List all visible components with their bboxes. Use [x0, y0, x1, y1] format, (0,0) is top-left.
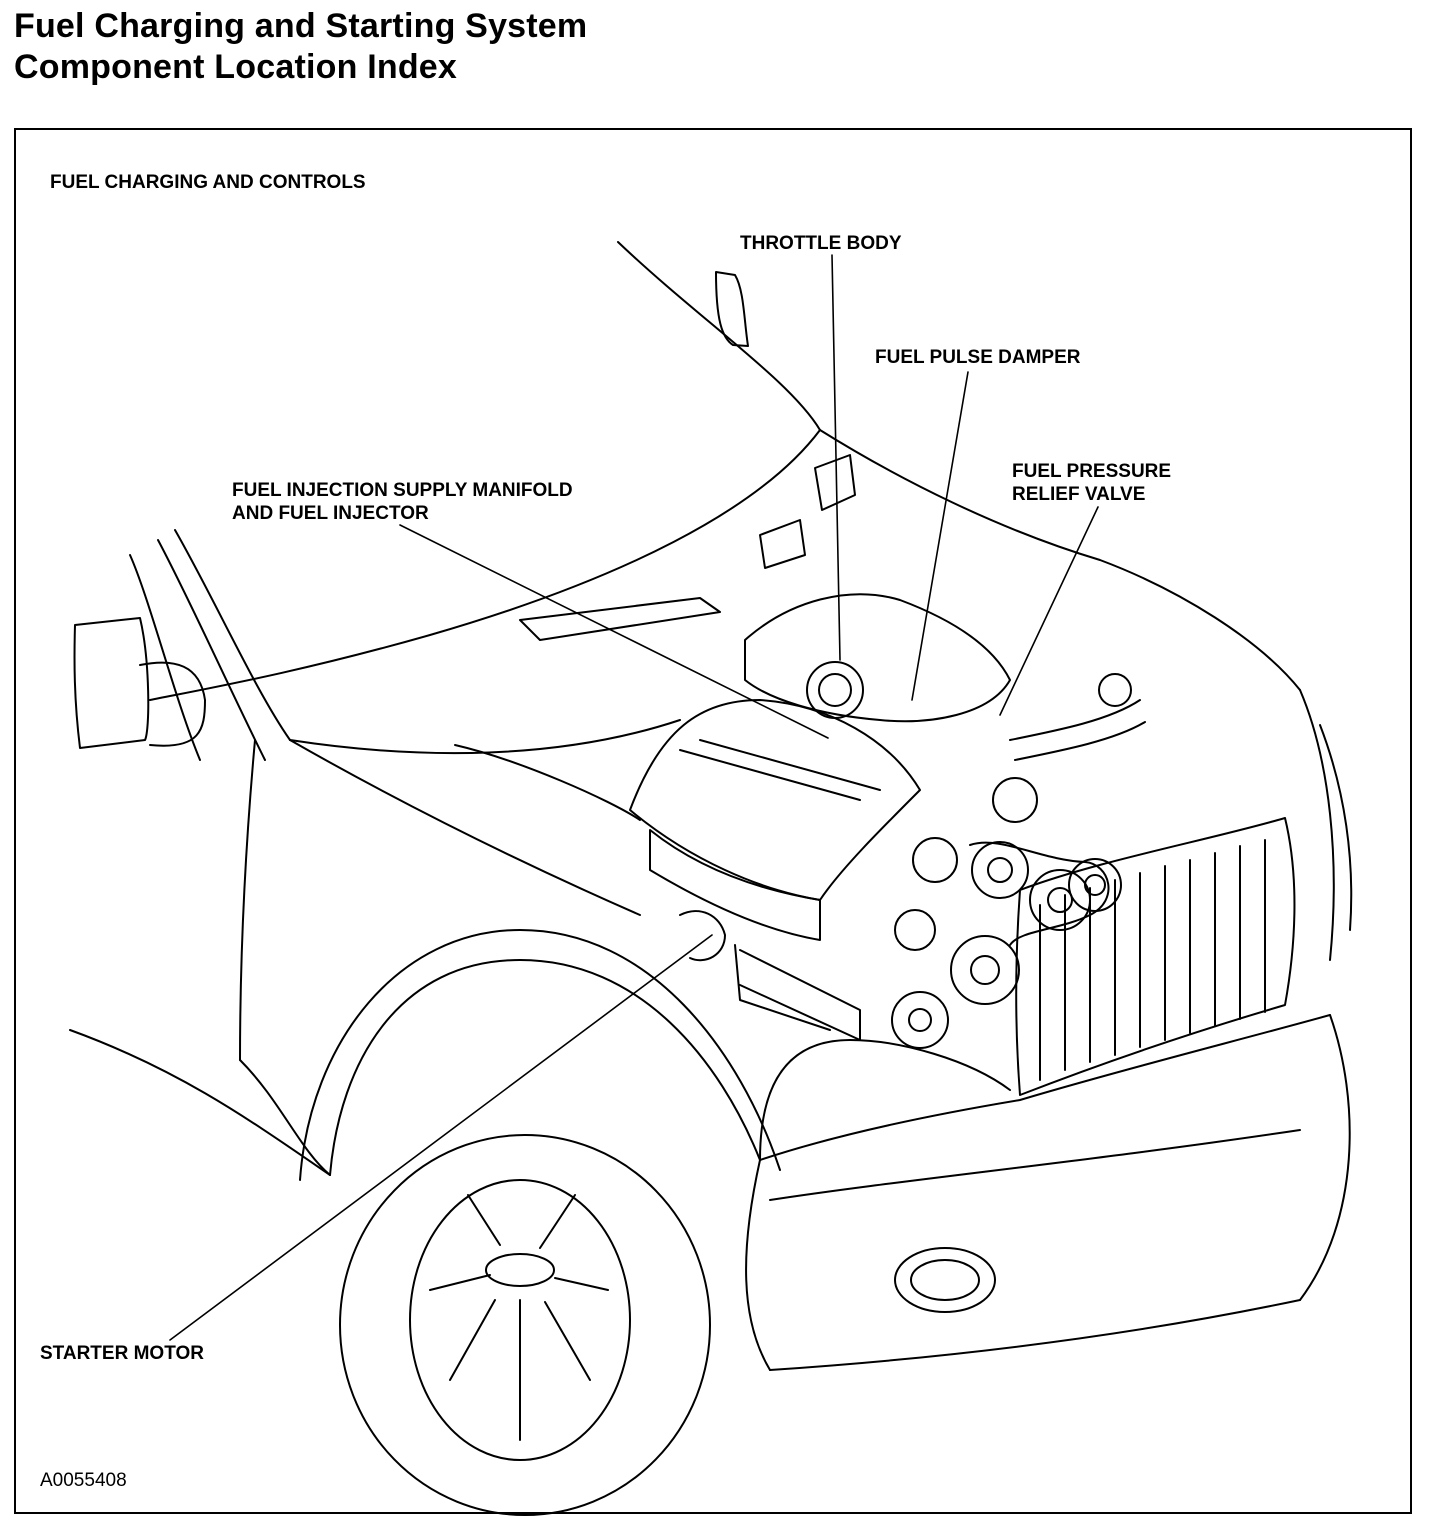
label-fuel-pressure-relief-valve: FUEL PRESSURE RELIEF VALVE: [1012, 460, 1171, 506]
figure-frame: [14, 128, 1412, 1514]
leader-fuel-pulse-damper: [911, 371, 969, 701]
label-fuel-pulse-damper: FUEL PULSE DAMPER: [875, 346, 1081, 369]
label-fuel-injection-supply-manifold-line-1: FUEL INJECTION SUPPLY MANIFOLD: [232, 480, 573, 501]
section-title: FUEL CHARGING AND CONTROLS: [50, 172, 366, 193]
label-fuel-pressure-relief-valve-line-1: FUEL PRESSURE: [1012, 461, 1172, 482]
page-title-line-1: Fuel Charging and Starting System: [14, 7, 588, 45]
label-fuel-pressure-relief-valve-line-2: RELIEF VALVE: [1012, 484, 1146, 505]
page-title-line-2: Component Location Index: [14, 48, 458, 86]
label-fuel-injection-supply-manifold: FUEL INJECTION SUPPLY MANIFOLD AND FUEL …: [232, 479, 573, 525]
vehicle-body-outline: [69, 241, 1353, 1516]
leader-lines: [169, 254, 1099, 1341]
label-fuel-pulse-damper-text: FUEL PULSE DAMPER: [875, 347, 1081, 368]
label-starter-motor-text: STARTER MOTOR: [40, 1343, 204, 1364]
label-fuel-injection-supply-manifold-line-2: AND FUEL INJECTOR: [232, 503, 429, 524]
page-title: Fuel Charging and Starting System Compon…: [14, 6, 587, 88]
leader-fuel-injection-manifold: [399, 524, 829, 739]
leader-fuel-pressure-relief-valve: [999, 506, 1099, 716]
figure-id: A0055408: [40, 1470, 127, 1491]
label-throttle-body: THROTTLE BODY: [740, 232, 902, 255]
label-starter-motor: STARTER MOTOR: [40, 1342, 204, 1365]
label-throttle-body-text: THROTTLE BODY: [740, 233, 902, 254]
engine-illustration: [629, 593, 1146, 1049]
leader-throttle-body: [831, 254, 841, 661]
leader-starter-motor: [169, 934, 713, 1341]
